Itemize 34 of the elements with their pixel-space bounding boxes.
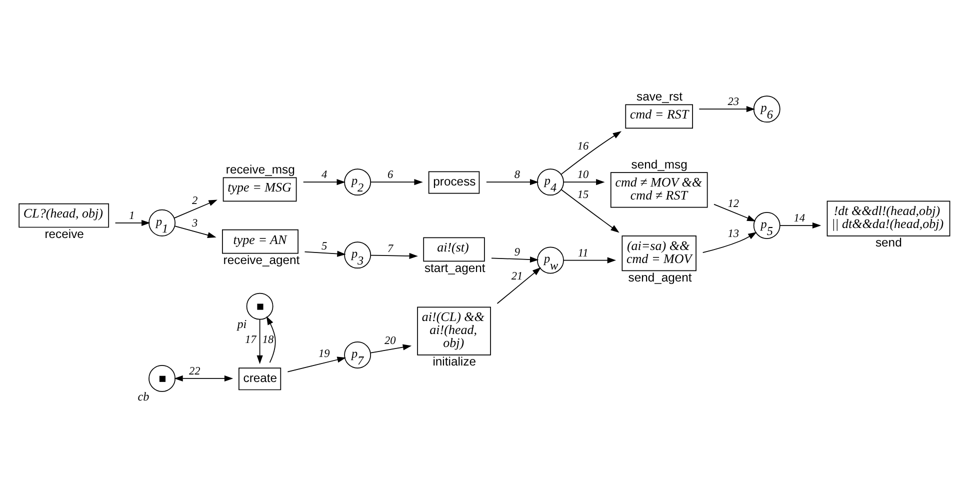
- edge-label: 6: [388, 169, 394, 182]
- node-label: receive: [44, 226, 84, 241]
- edge-label: 21: [511, 270, 523, 283]
- edge-label: 20: [384, 335, 396, 348]
- edge-label: 15: [577, 189, 589, 202]
- edge-label: 19: [318, 348, 330, 360]
- node-label: send_msg: [631, 157, 688, 172]
- node-label: pi: [237, 317, 247, 332]
- edge-label: 13: [728, 228, 740, 240]
- node-label: start_agent: [424, 260, 486, 275]
- node-label: initialize: [432, 354, 476, 369]
- node-label: save_rst: [636, 90, 682, 104]
- edge-label: 18: [262, 334, 274, 346]
- edge-label: 17: [245, 334, 256, 346]
- edge-label: 10: [577, 169, 589, 182]
- node-label: send: [875, 236, 902, 250]
- edge-label: 1: [129, 210, 135, 222]
- edge-label: 22: [188, 365, 200, 378]
- edge-label: 16: [577, 140, 589, 152]
- edge-label: 3: [192, 218, 198, 230]
- edge-label: 23: [728, 96, 740, 108]
- edge-label: 14: [794, 212, 806, 225]
- edge-label: 5: [322, 240, 328, 252]
- edge-label: 2: [192, 195, 198, 208]
- edge-label: 8: [514, 169, 520, 182]
- edge-label: 11: [578, 247, 588, 260]
- edge-label: 12: [728, 198, 740, 210]
- edge-label: 4: [322, 169, 328, 182]
- node-label: receive_msg: [226, 162, 295, 177]
- node-label: cb: [138, 389, 150, 404]
- node-label: receive_agent: [223, 252, 300, 267]
- edge-label: 7: [388, 242, 394, 255]
- edge-label: 9: [514, 246, 520, 258]
- node-label: send_agent: [628, 270, 692, 284]
